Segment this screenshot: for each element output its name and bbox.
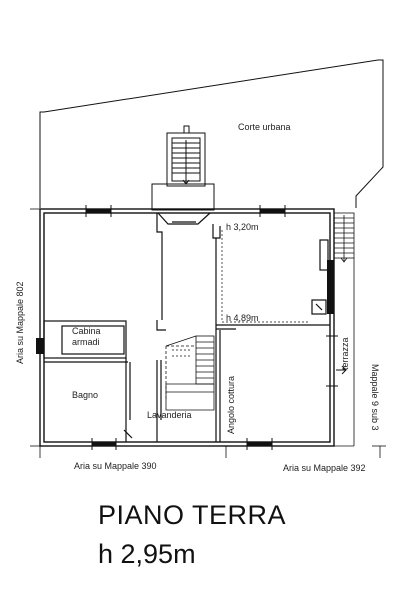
floor-height: h 2,95m [98, 539, 196, 569]
left-boundary-label: Aria su Mappale 802 [15, 281, 25, 364]
kitchenette-label: Angolo cottura [226, 375, 236, 434]
boundary-ticks [30, 208, 386, 458]
ceiling-height-lines [221, 230, 310, 323]
courtyard-label: Corte urbana [238, 122, 291, 132]
ceiling-height-489: h 4,89m [226, 313, 259, 323]
exterior-stair [333, 212, 355, 447]
interior-walls [43, 212, 330, 442]
laundry-label: Lavanderia [147, 410, 192, 420]
bathroom-label: Bagno [72, 390, 99, 400]
ceiling-height-320: h 3,20m [226, 222, 259, 232]
window-marks [36, 209, 334, 446]
window-ticks [85, 205, 347, 450]
interior-stair [165, 335, 215, 411]
terrace-label: terrazza [340, 337, 350, 370]
walk-in-closet-label: Cabina armadi [72, 326, 101, 347]
courtyard-outline [39, 59, 384, 208]
chimney-stack [151, 125, 215, 211]
right-boundary-label: Mappale 9 sub 3 [370, 364, 380, 431]
floor-title: PIANO TERRA [98, 500, 287, 530]
bottom-right-boundary-label: Aria su Mappale 392 [283, 463, 366, 473]
bottom-left-boundary-label: Aria su Mappale 390 [74, 461, 157, 471]
